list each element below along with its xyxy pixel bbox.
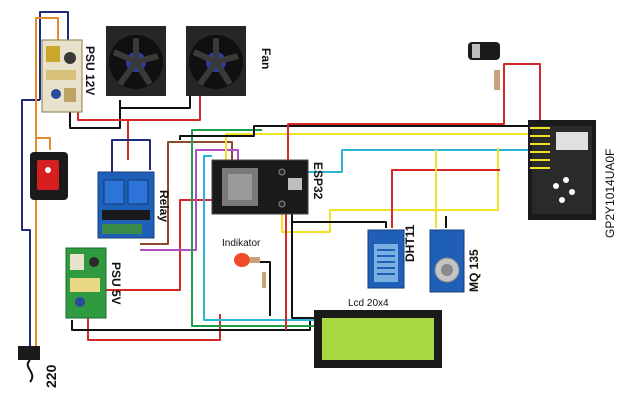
wire-brown-relay-esp [140,141,233,245]
wire-black-dust [179,125,540,140]
mains-plug: 220 [18,346,59,388]
dht11-sensor: DHT11 [367,224,417,289]
wire-black-psu12-fan [69,100,121,129]
psu-5v: PSU 5V [65,247,123,319]
wire-yellow-dust [225,133,540,160]
wire-cyan-sensor [300,149,530,173]
wire-red-top [287,63,541,212]
esp32-label: ESP32 [311,162,325,200]
psu-12v: PSU 12V [41,39,97,113]
relay-label: Relay [157,190,171,222]
wire-green-lcd [191,129,316,327]
wire-cyan-lcd [203,155,316,321]
psu-5v-label: PSU 5V [109,262,123,305]
fan-1 [106,26,166,96]
indicator-led: Indikator [222,238,266,288]
capacitor [468,42,500,60]
mains-label: 220 [43,364,59,388]
wire-red-fan2 [128,96,201,121]
wire-black-esp-lcd [291,214,316,319]
indicator-label: Indikator [222,238,261,249]
psu-12v-label: PSU 12V [83,46,97,95]
fan-2 [186,26,246,96]
resistor [494,70,500,90]
mq135-label: MQ 135 [467,249,481,292]
lcd-label: Lcd 20x4 [348,298,389,309]
esp32-board: ESP32 [211,159,325,215]
dust-sensor: GP2Y1014UA0F [528,120,617,238]
wire-purple-relay-esp [140,149,239,251]
wire-black-indikator [256,261,271,316]
wire-navy-mains-left [21,99,40,352]
wire-navy-relay [111,139,151,172]
relay-module: Relay [97,171,171,239]
dust-sensor-label: GP2Y1014UA0F [603,149,617,238]
wire-navy-psu12-mains [39,11,69,100]
wire-black-fan2 [120,96,191,109]
fan-label: Fan [259,48,273,69]
lcd-display: Lcd 20x4 [314,298,442,368]
dht11-label: DHT11 [403,224,417,262]
power-switch [30,152,68,200]
wire-red-dht [391,169,500,228]
wire-orange-switch [36,137,51,150]
mq135-sensor: MQ 135 [429,229,481,293]
wires [21,11,541,352]
